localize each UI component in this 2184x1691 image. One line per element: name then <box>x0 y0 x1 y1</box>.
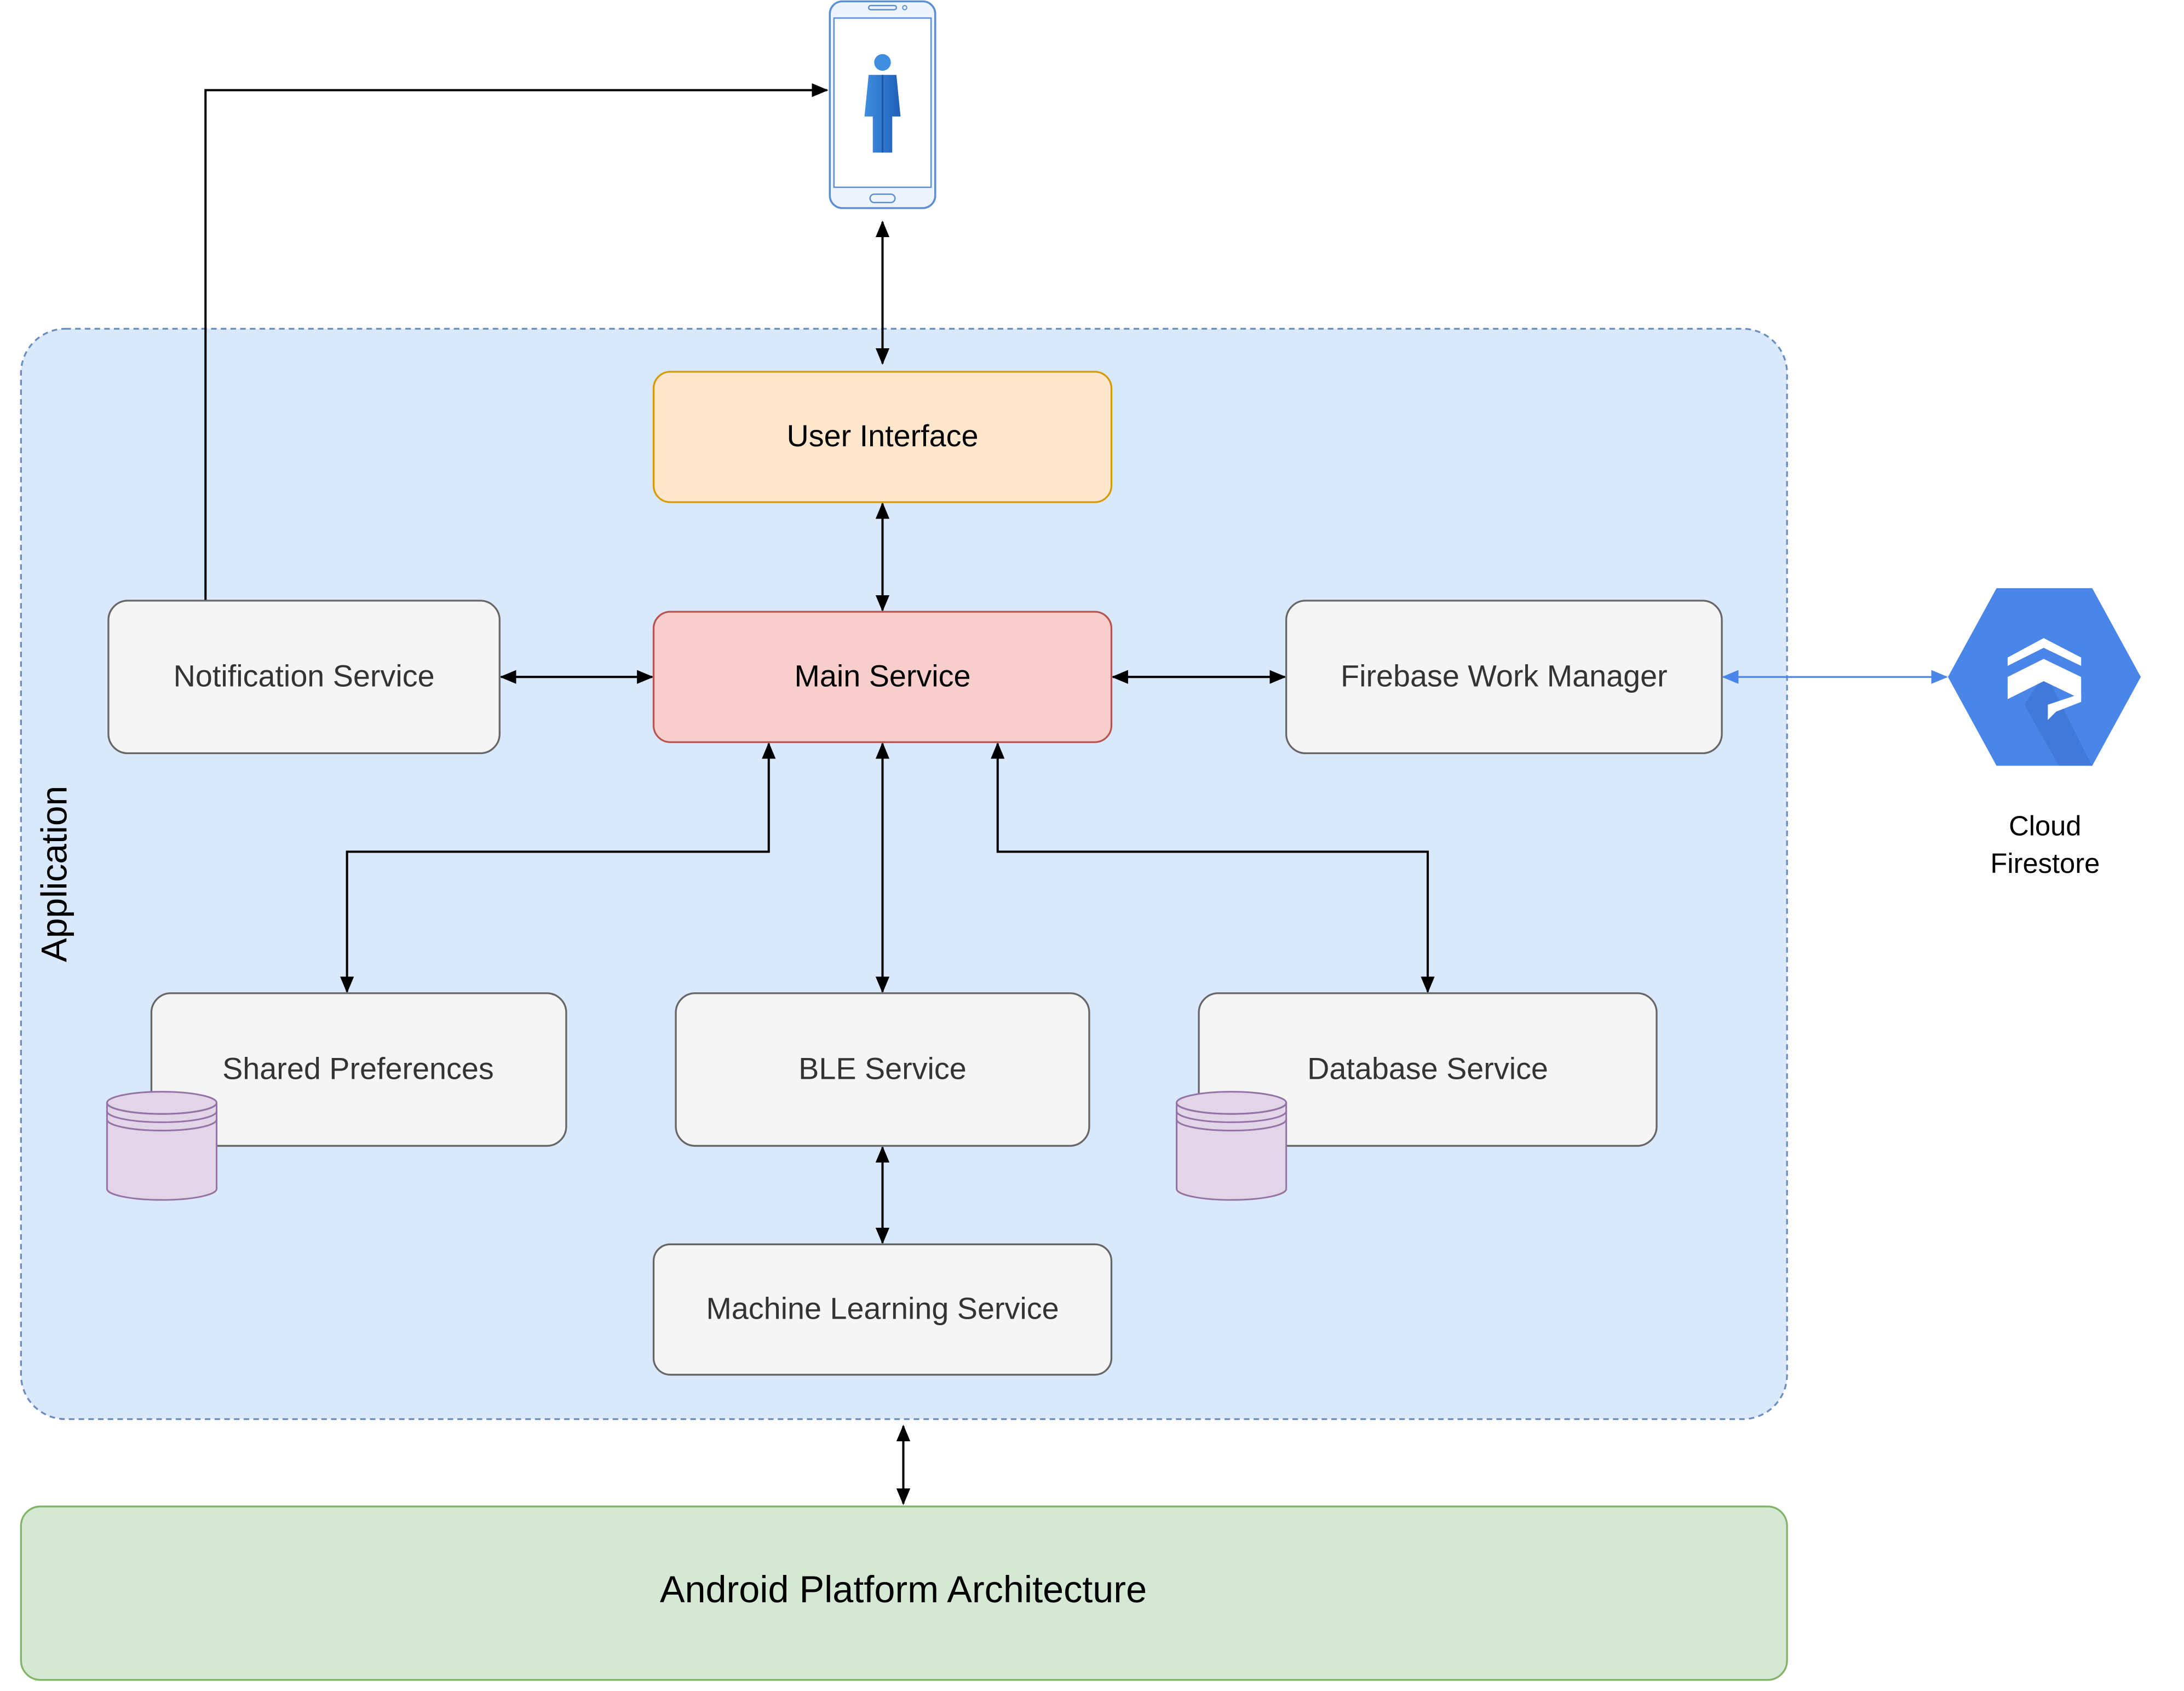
arrow-notification-phone <box>204 83 829 601</box>
android-platform-box <box>20 1505 1788 1681</box>
application-label: Application <box>34 786 74 962</box>
shared-preferences-node: Shared Preferences <box>150 992 567 1147</box>
shared-preferences-label: Shared Preferences <box>222 1051 494 1085</box>
main-service-node: Main Service <box>652 611 1113 743</box>
smartphone-user-icon <box>829 0 936 209</box>
machine-learning-service-label: Machine Learning Service <box>706 1292 1059 1326</box>
ble-service-node: BLE Service <box>675 992 1090 1147</box>
arrow-main-shared-prefs <box>340 742 776 993</box>
machine-learning-service-node: Machine Learning Service <box>652 1243 1113 1376</box>
cloud-firestore-label-line1: Cloud <box>2009 810 2081 842</box>
ble-service-label: BLE Service <box>798 1051 967 1085</box>
main-service-label: Main Service <box>794 659 970 693</box>
notification-service-label: Notification Service <box>174 659 435 693</box>
firebase-work-manager-node: Firebase Work Manager <box>1285 600 1723 755</box>
user-interface-label: User Interface <box>787 419 979 453</box>
cloud-firestore-label-line2: Firestore <box>1990 848 2100 879</box>
person-icon <box>864 54 901 153</box>
cloud-firestore-icon <box>1947 588 2141 766</box>
database-service-label: Database Service <box>1307 1051 1548 1085</box>
database-cylinder-icon <box>1176 1091 1288 1201</box>
database-service-node: Database Service <box>1198 992 1658 1147</box>
notification-service-node: Notification Service <box>107 600 501 755</box>
user-interface-node: User Interface <box>652 371 1113 503</box>
android-platform-label: Android Platform Architecture <box>660 1569 1147 1611</box>
firebase-work-manager-label: Firebase Work Manager <box>1341 659 1668 693</box>
database-cylinder-icon <box>106 1091 218 1201</box>
connectors <box>204 83 1435 1505</box>
arrow-main-database <box>991 742 1435 993</box>
